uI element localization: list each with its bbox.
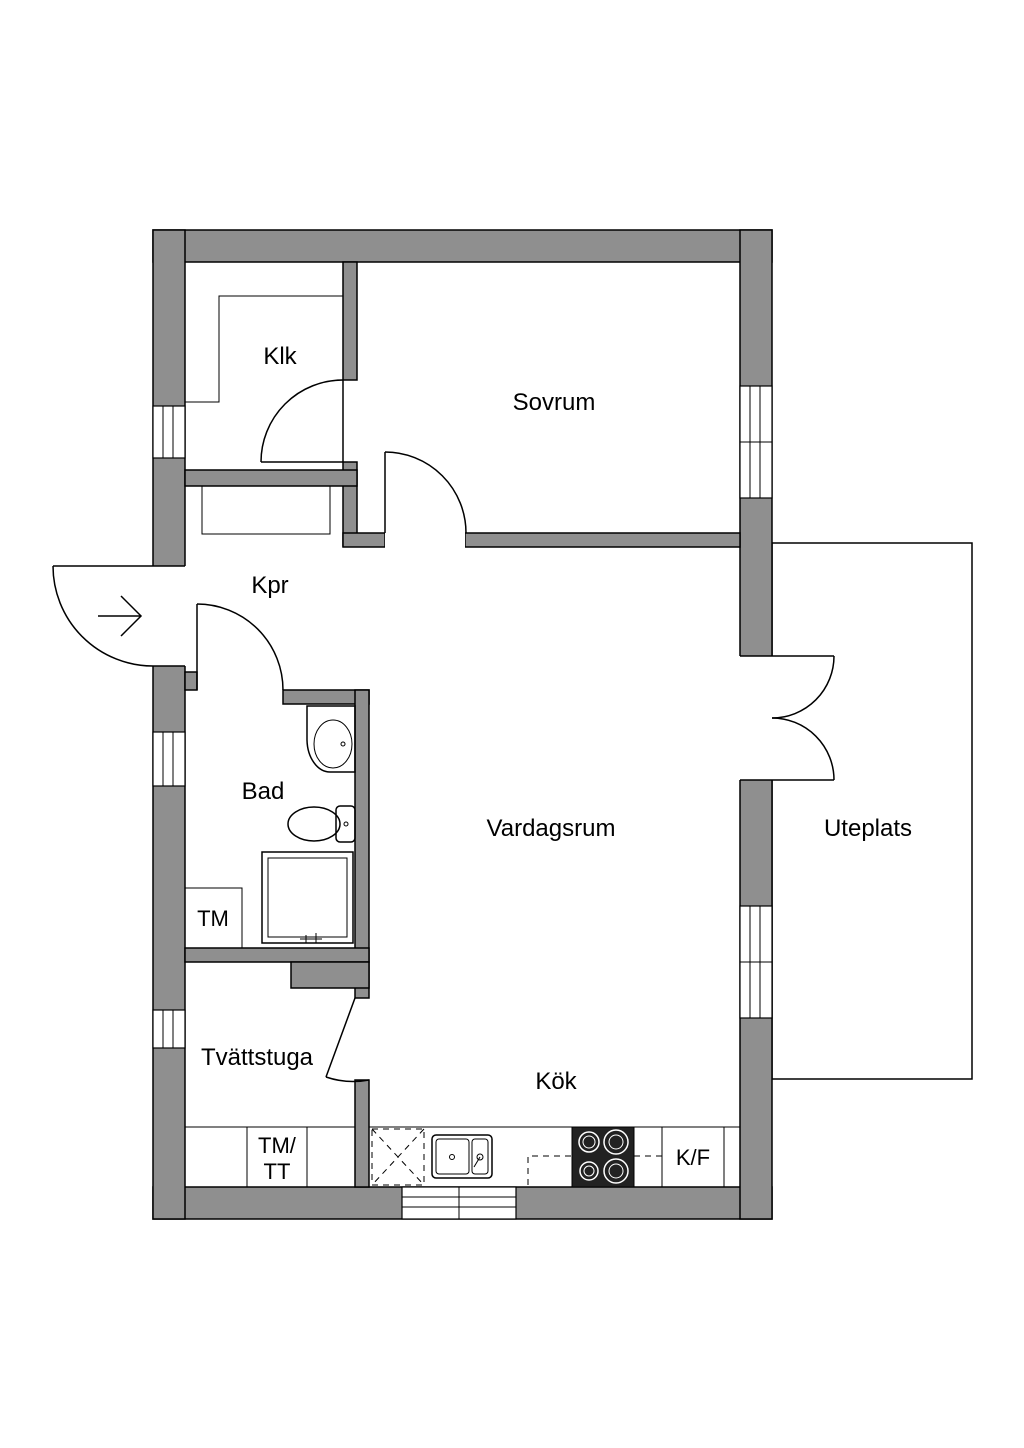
door-tvattstuga [325, 997, 370, 1083]
doors [52, 379, 835, 1083]
window-sovrum [739, 385, 773, 499]
window-vardagsrum [739, 905, 773, 1019]
fixture-label-kf: K/F [676, 1145, 710, 1170]
bathroom-fixtures [184, 705, 356, 949]
tm-tt-box [246, 1126, 308, 1188]
fixture-labels: TM TM/ TT K/F [197, 906, 710, 1184]
fixture-label-tm: TM [197, 906, 229, 931]
shower-icon [261, 851, 354, 944]
window-bad [152, 731, 186, 787]
wardrobe-shelves [185, 295, 343, 535]
window-klk [152, 405, 186, 459]
tm-bad-box [184, 887, 243, 949]
dishwasher-icon [371, 1128, 425, 1186]
fixture-label-tm-tt-2: TT [264, 1159, 291, 1184]
toilet-icon [287, 805, 356, 843]
room-label-kpr: Kpr [251, 572, 288, 599]
fixture-label-tm-tt-1: TM/ [258, 1133, 297, 1158]
room-label-klk: Klk [263, 343, 297, 370]
room-labels: Klk Sovrum Kpr Bad Vardagsrum Uteplats T… [201, 343, 912, 1095]
window-kok [401, 1186, 517, 1220]
room-label-uteplats: Uteplats [824, 815, 912, 842]
interior-walls [184, 261, 741, 1188]
room-label-vardagsrum: Vardagsrum [487, 815, 616, 842]
windows [152, 385, 773, 1220]
sink-icon [431, 1134, 493, 1179]
laundry-fixtures [185, 1126, 355, 1188]
door-sovrum [384, 451, 467, 534]
room-label-tvattstuga: Tvättstuga [201, 1044, 314, 1071]
room-label-bad: Bad [242, 778, 285, 805]
door-uteplats [771, 655, 835, 781]
door-bad [196, 603, 284, 691]
washbasin-icon [306, 705, 356, 773]
patio-outline [771, 542, 973, 1080]
door-entrance [52, 565, 154, 667]
room-label-sovrum: Sovrum [513, 389, 596, 416]
stove-icon [571, 1126, 635, 1188]
door-klk [260, 379, 344, 463]
window-tvattstuga [152, 1009, 186, 1049]
kitchen-fixtures [369, 1126, 740, 1188]
entrance-arrow-icon [98, 595, 143, 637]
wall-openings [150, 531, 775, 781]
room-label-kok: Kök [535, 1068, 577, 1095]
